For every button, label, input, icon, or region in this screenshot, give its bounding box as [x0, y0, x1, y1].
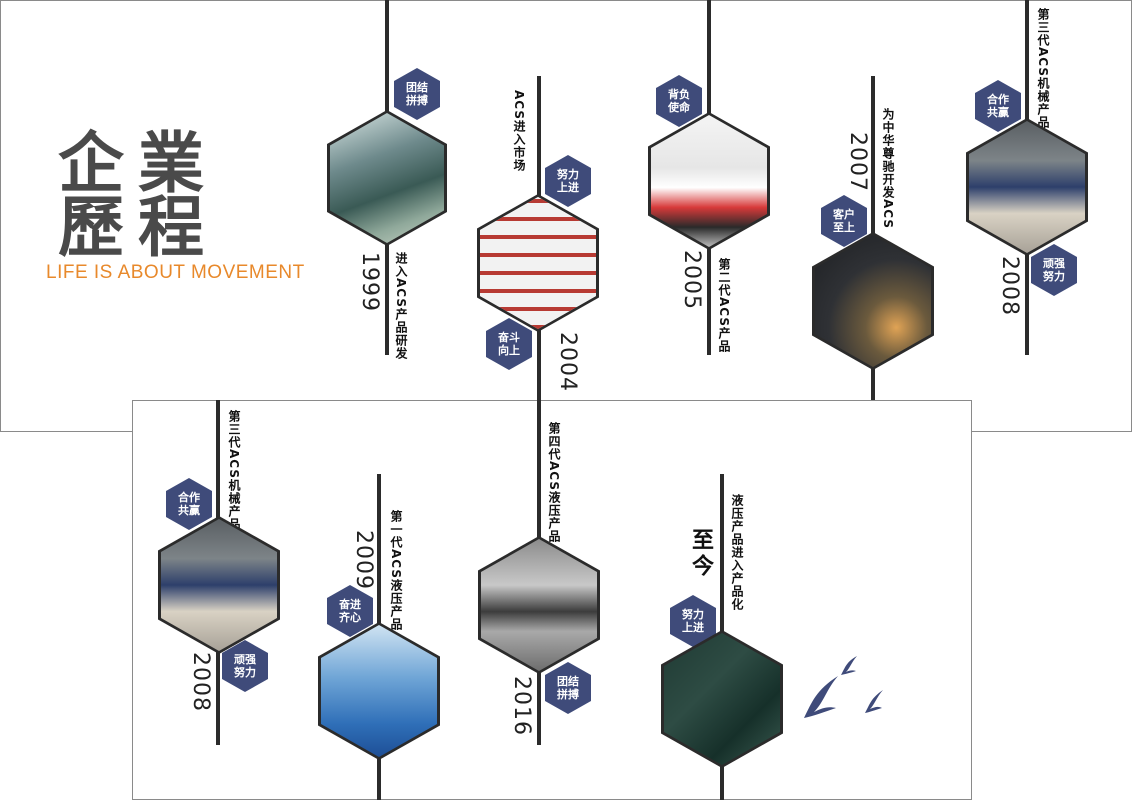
badge-2016: 团结拼搏 [545, 662, 591, 714]
badge-2008-bottom-b: 顽强努力 [222, 640, 268, 692]
bird-icon-small-b [865, 690, 883, 713]
badge-now: 努力上进 [670, 595, 716, 647]
year-2007: 2007 [845, 132, 870, 192]
year-2016: 2016 [509, 676, 534, 736]
desc-2009: 第一代ACS液压产品 [389, 510, 403, 631]
desc-2004: ACS进入市场 [512, 90, 526, 172]
badge-2007: 客户至上 [821, 195, 867, 247]
skydiving-photo-2009 [321, 625, 437, 757]
year-2004: 2004 [555, 332, 580, 392]
badge-2009: 奋进齐心 [327, 585, 373, 637]
badge-2005: 背负使命 [656, 75, 702, 127]
bird-icon-small-a [841, 656, 857, 675]
desc-1999: 进入ACS产品研发 [394, 252, 408, 360]
page-title-line2: 歷程 [58, 188, 218, 266]
year-2005: 2005 [679, 250, 704, 310]
desc-2008-top: 第三代ACS机械产品 [1036, 8, 1050, 129]
year-1999: 1999 [357, 252, 382, 312]
badge-2008-top-a: 合作共赢 [975, 80, 1021, 132]
desc-now: 液压产品进入产品化 [730, 494, 744, 611]
year-now: 至今 [688, 528, 713, 580]
desc-2005: 第二代ACS产品 [717, 258, 731, 353]
desc-2016: 第四代ACS液压产品 [547, 422, 561, 543]
year-2008-bottom: 2008 [188, 652, 213, 712]
year-2008-top: 2008 [997, 256, 1022, 316]
desc-2007: 为中华尊驰开发ACS [881, 108, 895, 229]
desc-2008-bottom: 第三代ACS机械产品 [227, 410, 241, 531]
page-subtitle: LIFE IS ABOUT MOVEMENT [46, 262, 305, 283]
badge-2004-top: 努力上进 [545, 155, 591, 207]
bird-icon-large [804, 676, 838, 718]
factory-photo-1999 [330, 113, 444, 243]
page-title-line1: 企業 [58, 124, 218, 202]
year-2009: 2009 [351, 530, 376, 590]
